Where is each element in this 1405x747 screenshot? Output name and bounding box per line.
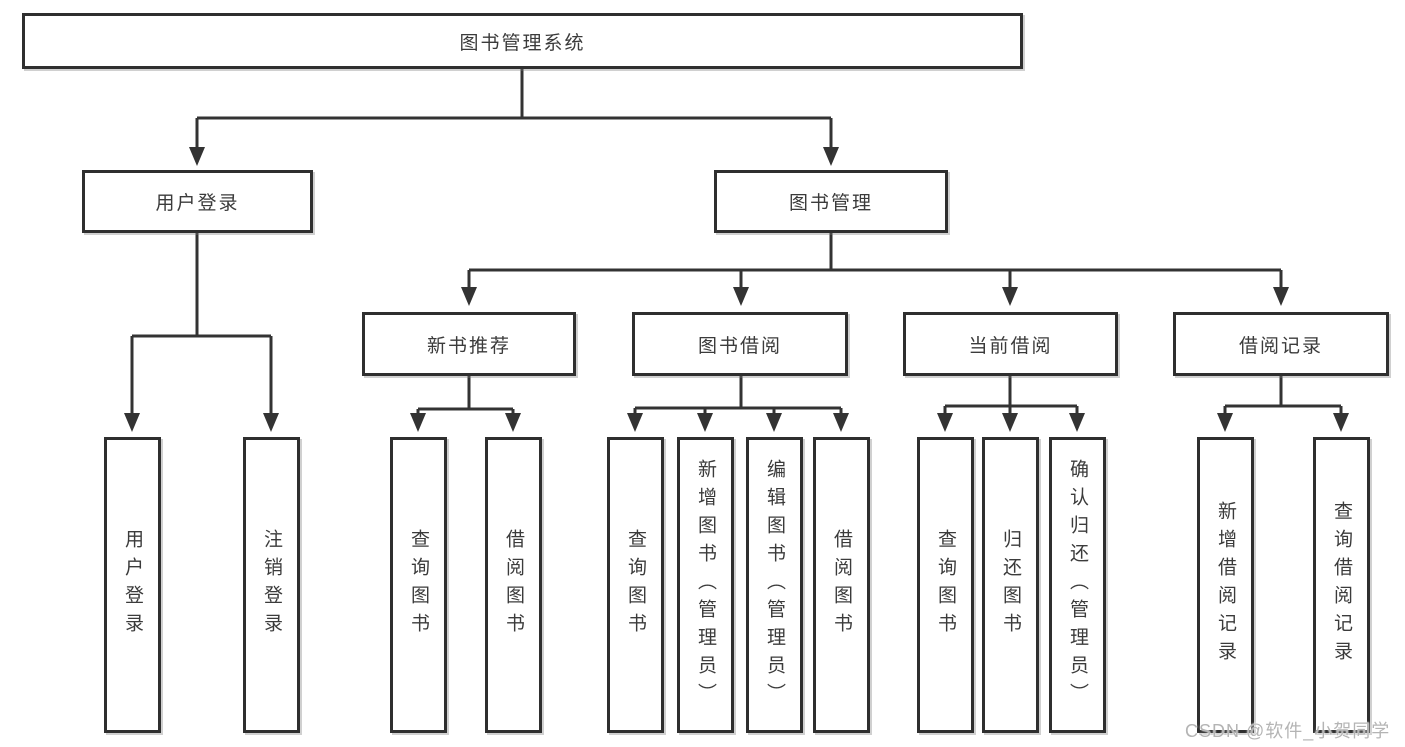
node-book-borrow: 图书借阅 — [632, 312, 848, 376]
leaf-edit-book-admin: 编辑图书（管理员） — [746, 437, 803, 733]
leaf-label: 归还图书 — [1000, 529, 1021, 641]
node-current-borrow: 当前借阅 — [903, 312, 1118, 376]
leaf-return-book: 归还图书 — [982, 437, 1039, 733]
arrow-down-icons — [124, 147, 1349, 432]
leaf-label: 查询图书 — [935, 529, 956, 641]
leaf-label: 用户登录 — [122, 529, 143, 641]
leaf-label: 新增借阅记录 — [1215, 501, 1236, 669]
leaf-borrow-books-recommend: 借阅图书 — [485, 437, 542, 733]
leaf-add-borrow-record: 新增借阅记录 — [1197, 437, 1254, 733]
leaf-label: 注销登录 — [261, 529, 282, 641]
leaf-confirm-return-admin: 确认归还（管理员） — [1049, 437, 1106, 733]
leaf-label: 编辑图书（管理员） — [764, 459, 785, 711]
leaf-query-books-current: 查询图书 — [917, 437, 974, 733]
node-library-management-system: 图书管理系统 — [22, 13, 1023, 69]
node-new-book-recommend: 新书推荐 — [362, 312, 576, 376]
leaf-label: 查询图书 — [408, 529, 429, 641]
leaf-label: 借阅图书 — [503, 529, 524, 641]
node-borrow-records: 借阅记录 — [1173, 312, 1389, 376]
node-user-login: 用户登录 — [82, 170, 313, 233]
leaf-label: 查询借阅记录 — [1331, 501, 1352, 669]
leaf-query-books-borrow: 查询图书 — [607, 437, 664, 733]
leaf-label: 新增图书（管理员） — [695, 459, 716, 711]
leaf-query-borrow-record: 查询借阅记录 — [1313, 437, 1370, 733]
leaf-label: 查询图书 — [625, 529, 646, 641]
leaf-add-book-admin: 新增图书（管理员） — [677, 437, 734, 733]
leaf-label: 确认归还（管理员） — [1067, 459, 1088, 711]
leaf-borrow-books: 借阅图书 — [813, 437, 870, 733]
leaf-user-login: 用户登录 — [104, 437, 161, 733]
node-book-management: 图书管理 — [714, 170, 948, 233]
leaf-query-books-recommend: 查询图书 — [390, 437, 447, 733]
csdn-watermark: CSDN @软件_小贺同学 — [1185, 721, 1391, 741]
leaf-logout-login: 注销登录 — [243, 437, 300, 733]
leaf-label: 借阅图书 — [831, 529, 852, 641]
